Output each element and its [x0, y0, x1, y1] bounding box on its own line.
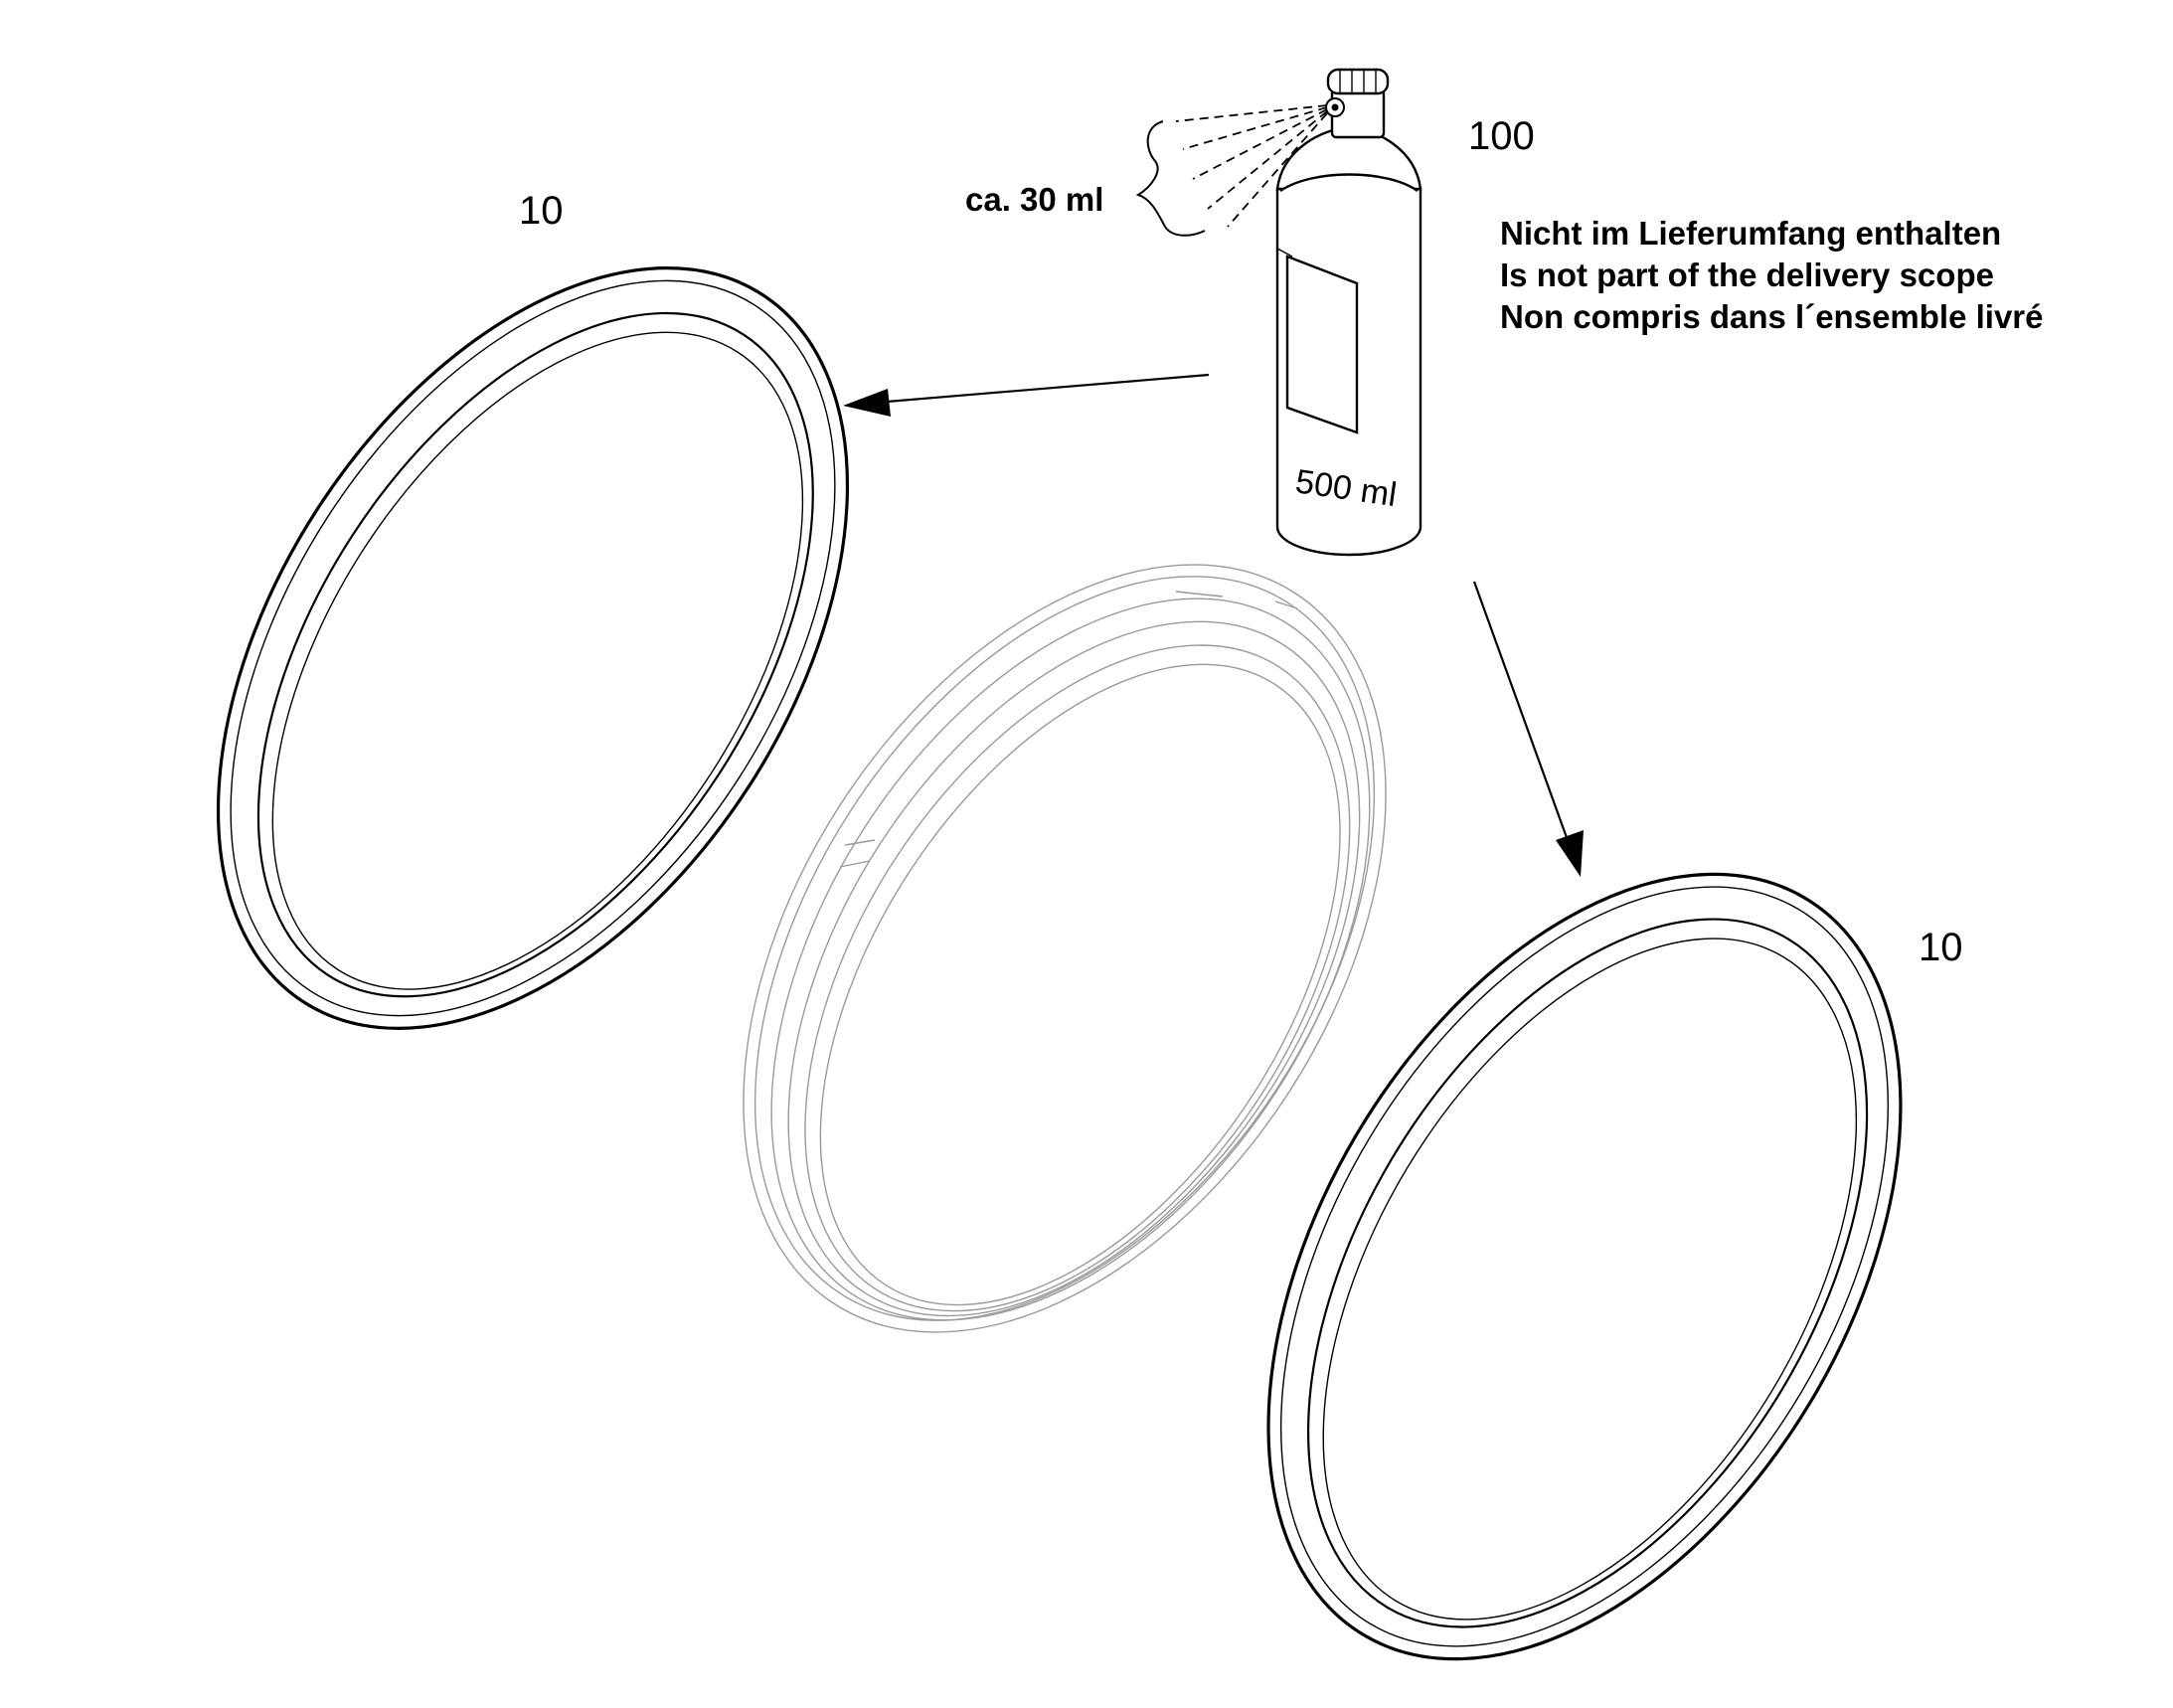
note-line-en: Is not part of the delivery scope [1500, 256, 1994, 293]
note-line-de: Nicht im Lieferumfang enthalten [1500, 215, 2001, 252]
spray-mist [1175, 104, 1328, 228]
spray-amount-label: ca. 30 ml [965, 181, 1103, 218]
housing-ring-faint [743, 564, 1387, 1333]
part-number-right-ring: 10 [1919, 926, 1963, 969]
part-number-left-ring: 10 [519, 189, 564, 233]
part-number-bottle: 100 [1468, 114, 1535, 158]
arrow-to-left-ring [843, 373, 1210, 417]
housing-ring-notches [839, 591, 1298, 868]
spray-amount-brace [1135, 120, 1206, 237]
seal-ring-left [216, 266, 850, 1030]
note-line-fr: Non compris dans l´ensemble livré [1500, 298, 2044, 335]
seal-ring-right [1266, 872, 1903, 1661]
arrow-to-right-ring [1472, 581, 1584, 877]
spray-bottle: 500 ml [1275, 68, 1422, 557]
delivery-scope-note: Nicht im Lieferumfang enthalten Is not p… [1500, 215, 2044, 335]
